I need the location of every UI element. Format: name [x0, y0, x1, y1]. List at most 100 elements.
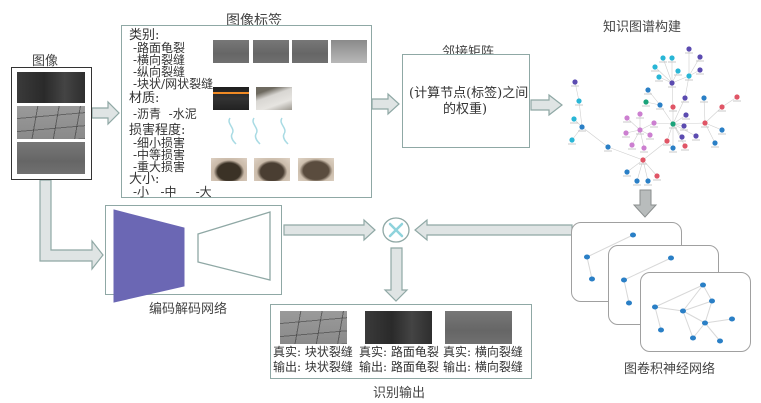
- category-thumb: [331, 40, 367, 63]
- kg-edge: [636, 159, 644, 182]
- arrow-image-to-labels: [91, 100, 120, 126]
- kg-edge: [639, 129, 645, 149]
- kg-node: [660, 55, 666, 61]
- kg-node-label: [681, 101, 689, 103]
- arrow-kg-to-gcn: [632, 189, 658, 218]
- kg-node-label: [623, 175, 631, 177]
- fusion-operator: [382, 217, 410, 243]
- kg-node: [624, 169, 630, 175]
- kg-node-label: [692, 139, 700, 141]
- kg-node: [681, 123, 687, 129]
- kg-node-label: [718, 133, 726, 135]
- kg-node: [670, 104, 676, 110]
- kg-node: [643, 99, 649, 105]
- kg-node: [624, 115, 630, 121]
- kg-node-label: [682, 118, 690, 120]
- kg-edge: [571, 126, 583, 141]
- kg-node-label: [659, 61, 667, 63]
- encoder-shape: [113, 209, 185, 303]
- kg-node-label: [655, 80, 663, 82]
- crack-small-icon: [228, 117, 237, 145]
- kg-node-label: [646, 138, 654, 140]
- kg-node: [647, 132, 653, 138]
- kg-node: [651, 120, 657, 126]
- category-thumb: [253, 40, 289, 63]
- kg-node-label: [663, 144, 671, 146]
- kg-edge: [574, 81, 580, 102]
- kg-node-label: [653, 179, 661, 181]
- category-item: -纵向裂缝: [133, 65, 186, 79]
- kg-edge: [704, 122, 716, 144]
- adjacency-box: (计算节点(标签)之间 的权重): [402, 54, 530, 148]
- kg-node: [634, 178, 640, 184]
- kg-node-label: [685, 52, 693, 54]
- multiply-icon: [388, 222, 404, 238]
- kg-node: [697, 54, 703, 60]
- decoder-shape: [197, 211, 271, 281]
- kg-node: [686, 46, 692, 52]
- material-heading: 材质:: [129, 91, 160, 106]
- size-thumb-large: [298, 158, 334, 181]
- category-item: -路面龟裂: [133, 41, 186, 55]
- kg-edge: [666, 123, 674, 142]
- damage-item: -重大损害: [133, 160, 186, 174]
- kg-edge: [631, 129, 641, 146]
- kg-node-label: [578, 130, 586, 132]
- kg-edge: [659, 104, 674, 125]
- orange-line: [213, 92, 249, 94]
- kg-edge: [642, 159, 658, 177]
- gcn-title: 图卷积神经网络: [624, 362, 716, 377]
- kg-node: [637, 127, 643, 133]
- kg-edge: [672, 114, 687, 125]
- category-heading: 类别:: [129, 28, 160, 43]
- kg-node: [701, 95, 707, 101]
- kg-node: [734, 94, 740, 100]
- damage-heading: 损害程度:: [129, 123, 186, 138]
- category-thumb: [292, 40, 328, 63]
- category-item: -横向裂缝: [133, 53, 186, 67]
- kg-edge: [607, 146, 644, 161]
- labels-panel: 类别: -路面龟裂 -横向裂缝 -纵向裂缝 -块状/网状裂缝 材质: -沥青 -…: [121, 25, 372, 199]
- encoder-decoder-box: [105, 205, 282, 303]
- kg-node: [670, 121, 676, 127]
- kg-node-label: [668, 86, 676, 88]
- kg-node: [579, 124, 585, 130]
- input-images-panel: [11, 67, 92, 180]
- arrow-encoder-to-fusion: [283, 218, 376, 242]
- kg-node-label: [700, 101, 708, 103]
- arrow-fusion-to-output: [383, 247, 409, 302]
- kg-node: [576, 98, 582, 104]
- output-title: 识别输出: [373, 386, 426, 401]
- kg-node: [645, 87, 651, 93]
- kg-node-label: [628, 148, 636, 150]
- kg-edge: [704, 122, 723, 131]
- arrow-image-to-encoder: [39, 179, 104, 271]
- gcn-card-front: [640, 272, 751, 352]
- kg-node: [654, 173, 660, 179]
- kg-edge: [639, 122, 655, 131]
- kg-node-label: [644, 93, 652, 95]
- kg-node: [675, 68, 681, 74]
- kg-node: [683, 112, 689, 118]
- kg-node: [605, 144, 611, 150]
- kg-edge: [581, 126, 609, 148]
- kg-node-label: [718, 110, 726, 112]
- kg-node-label: [733, 100, 741, 102]
- kg-node: [682, 95, 688, 101]
- output-truth: 真实: 路面龟裂: [359, 345, 439, 359]
- size-thumb-small: [211, 158, 247, 181]
- kg-node-label: [685, 79, 693, 81]
- kg-node-label: [701, 126, 709, 128]
- arrow-adjacency-to-kg: [530, 93, 563, 117]
- encoder-decoder-title: 编码解码网络: [149, 302, 228, 317]
- kg-node: [719, 127, 725, 133]
- damage-crack-icons: [228, 117, 289, 145]
- kg-node-label: [680, 129, 688, 131]
- kg-node-label: [651, 70, 659, 72]
- kg-node: [652, 64, 658, 70]
- input-image-block: [17, 106, 85, 139]
- crack-large-icon: [280, 117, 289, 145]
- knowledge-graph: [568, 46, 741, 186]
- size-heading: 大小:: [129, 172, 160, 187]
